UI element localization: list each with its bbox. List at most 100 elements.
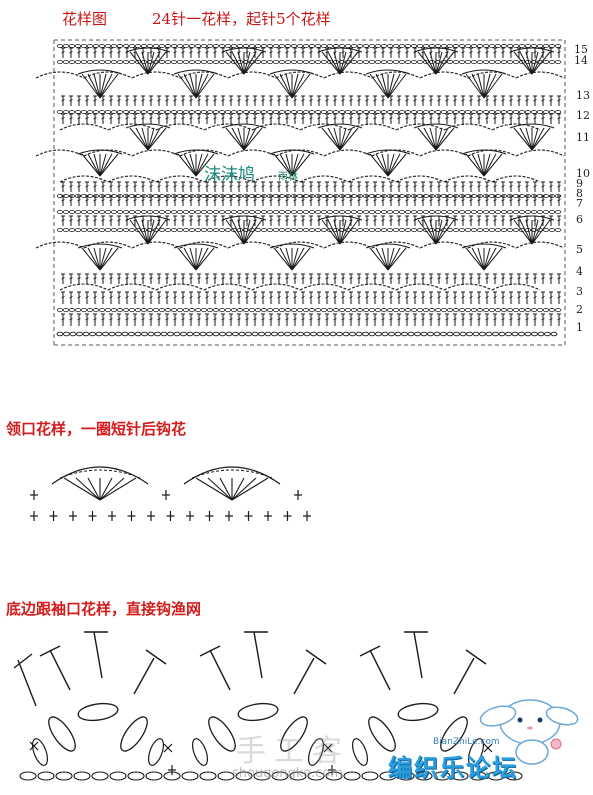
dc-stitch-bar (221, 51, 225, 54)
chain-arc (131, 241, 181, 249)
dc-stitch-bar (333, 99, 337, 102)
dc-stitch-bar (461, 199, 465, 202)
fan-arc (173, 149, 219, 155)
fan-stitch (225, 219, 245, 245)
fan-arc (509, 47, 555, 53)
fan-stitch (375, 247, 389, 271)
dc-stitch-bar (205, 318, 209, 321)
dc-stitch-bar (85, 296, 89, 299)
dc-stitch-bar (237, 51, 241, 54)
chain-stitch (544, 331, 551, 337)
sc-x-stitch (483, 743, 493, 753)
dc-stitch-bar (101, 199, 105, 202)
dc-stitch-bar (269, 117, 273, 120)
dc-stitch-bar (285, 277, 289, 280)
chain-stitch (181, 771, 199, 781)
dc-stitch-bar (173, 296, 177, 299)
chain-arc (179, 241, 229, 249)
row-number: 10 (576, 167, 590, 180)
fan-stitch (483, 247, 497, 271)
dc-stitch-bar (69, 219, 73, 222)
chain-stitch (254, 210, 262, 214)
fan-stitch (321, 51, 341, 75)
fan-stitch (243, 127, 257, 151)
fan-stitch (147, 219, 161, 245)
dc-stitch-bar (277, 199, 281, 202)
fan-stitch (417, 51, 437, 75)
dc-stitch-bar (557, 199, 561, 202)
dc-stitch-bar (517, 99, 521, 102)
dc-stitch-bar (157, 219, 161, 222)
fan-stitch (285, 73, 293, 99)
dc-stitch-bar (125, 219, 129, 222)
chain-stitch (554, 308, 562, 312)
dc-stitch-bar (125, 296, 129, 299)
chain-arc (443, 175, 493, 183)
chain-stitch (469, 771, 487, 781)
dc-stitch-bar (309, 318, 313, 321)
dc-stitch-bar (349, 117, 353, 120)
fan-stitch (147, 127, 167, 151)
dc-stitch-bar (509, 117, 513, 120)
dc-stitch-bar (405, 199, 409, 202)
dc-stitch-bar (341, 185, 345, 188)
fan-stitch (99, 477, 137, 501)
chain-stitch (271, 331, 278, 337)
dc-stitch-bar (173, 185, 177, 188)
dc-stitch-bar (349, 199, 353, 202)
dc-stitch-bar (461, 219, 465, 222)
chain-loop (77, 702, 119, 722)
dc-stitch-bar (181, 296, 185, 299)
dc-stitch-bar (525, 199, 529, 202)
dc-stitch-bar (437, 185, 441, 188)
dc-stitch-bar (549, 219, 553, 222)
dc-stitch-bar (437, 277, 441, 280)
chain-stitch (440, 331, 447, 337)
fan-stitch (279, 153, 293, 177)
chain-stitch (466, 331, 473, 337)
dc-stitch-bar (413, 51, 417, 54)
dc-stitch-bar (229, 199, 233, 202)
dc-stitch-bar (381, 117, 385, 120)
chain-stitch (307, 771, 325, 781)
dc-stitch-bar (173, 277, 177, 280)
dc-stitch-bar (317, 219, 321, 222)
dc-stitch-bar (349, 318, 353, 321)
dc-stitch-bar (373, 277, 377, 280)
chain-stitch (219, 331, 226, 337)
chain-stitch (91, 771, 109, 781)
dc-stitch-bar (165, 277, 169, 280)
fan-stitch (339, 51, 359, 75)
dc-stitch-bar (157, 296, 161, 299)
fan-stitch (339, 219, 347, 245)
dc-stitch-bar (77, 99, 81, 102)
chain-stitch (245, 331, 252, 337)
dc-stitch-bar (413, 117, 417, 120)
dc-stitch-bar (261, 185, 265, 188)
fan-stitch (183, 153, 197, 177)
dc-stitch-bar (237, 318, 241, 321)
dc-stitch-bar (181, 185, 185, 188)
chain-stitch (492, 331, 499, 337)
fan-stitch (531, 51, 551, 75)
dc-stitch-bar (237, 199, 241, 202)
row-number: 3 (576, 285, 583, 298)
dc-stitch-bar (525, 51, 529, 54)
sc-x-stitch (323, 743, 333, 753)
fan-stitch (525, 127, 533, 151)
dc-stitch-bar (493, 219, 497, 222)
dc-stitch-bar (477, 318, 481, 321)
chart-subtitle: 24针一花样，起针5个花样 (152, 10, 331, 28)
dc-stitch-bar (277, 277, 281, 280)
dc-stitch-bar (477, 219, 481, 222)
fan-stitch (99, 477, 125, 501)
fan-stitch (531, 219, 551, 245)
dc-stitch-bar (525, 99, 529, 102)
dc-stitch-bar (325, 99, 329, 102)
dc-stitch-bar (149, 318, 153, 321)
dc-stitch-bar (149, 277, 153, 280)
chain-arc (419, 71, 469, 79)
dc-stitch-bar (453, 318, 457, 321)
dc-stitch-bar (525, 318, 529, 321)
